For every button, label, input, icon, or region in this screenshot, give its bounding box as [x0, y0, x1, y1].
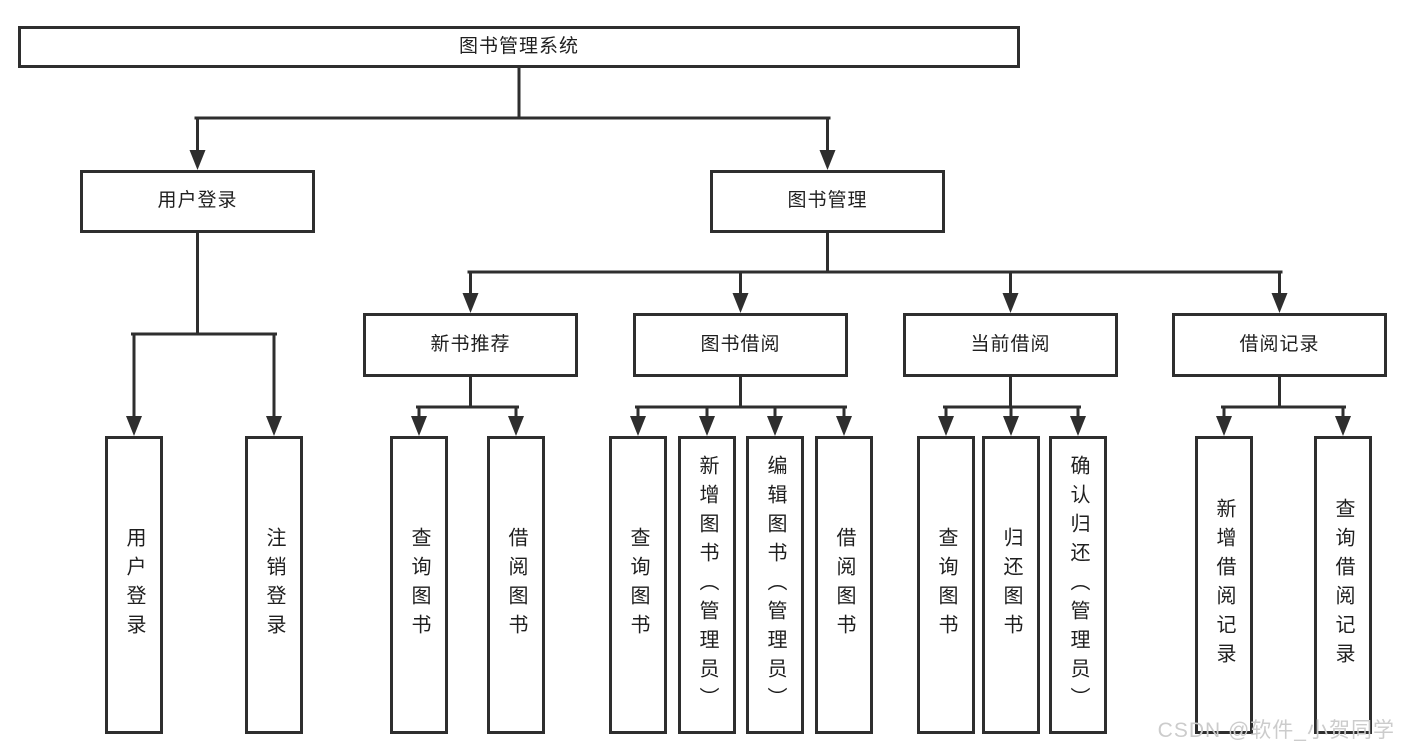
- leaf-return-books: 归还图书: [982, 436, 1040, 734]
- node-borrow-records: 借阅记录: [1172, 313, 1387, 377]
- node-book-management: 图书管理: [710, 170, 945, 233]
- node-root: 图书管理系统: [18, 26, 1020, 68]
- leaf-add-borrow-record: 新增借阅记录: [1195, 436, 1253, 734]
- leaf-query-borrow-record-label: 查询借阅记录: [1332, 498, 1354, 672]
- leaf-confirm-return-admin: 确认归还（管理员）: [1049, 436, 1107, 734]
- leaf-query-books-current-label: 查询图书: [935, 527, 957, 643]
- leaf-borrow-books-recommend-label: 借阅图书: [505, 527, 527, 643]
- leaf-query-books-borrow-label: 查询图书: [627, 527, 649, 643]
- leaf-logout-label: 注销登录: [263, 527, 285, 643]
- leaf-add-books-admin: 新增图书（管理员）: [678, 436, 736, 734]
- leaf-query-borrow-record: 查询借阅记录: [1314, 436, 1372, 734]
- node-book-borrow-label: 图书借阅: [700, 333, 781, 355]
- node-current-borrow-label: 当前借阅: [970, 333, 1051, 355]
- node-book-management-label: 图书管理: [787, 190, 868, 212]
- leaf-query-books-borrow: 查询图书: [609, 436, 667, 734]
- leaf-borrow-books-label: 借阅图书: [833, 527, 855, 643]
- leaf-borrow-books-recommend: 借阅图书: [487, 436, 545, 734]
- watermark-text: CSDN @软件_小贺同学: [1157, 719, 1395, 742]
- node-borrow-records-label: 借阅记录: [1239, 333, 1320, 355]
- leaf-query-books-recommend: 查询图书: [390, 436, 448, 734]
- leaf-query-books-recommend-label: 查询图书: [408, 527, 430, 643]
- leaf-query-books-current: 查询图书: [917, 436, 975, 734]
- node-user-login-label: 用户登录: [157, 190, 238, 212]
- leaf-edit-books-admin: 编辑图书（管理员）: [746, 436, 804, 734]
- leaf-confirm-return-admin-label: 确认归还（管理员）: [1067, 454, 1089, 716]
- leaf-borrow-books: 借阅图书: [815, 436, 873, 734]
- node-user-login: 用户登录: [80, 170, 315, 233]
- leaf-add-borrow-record-label: 新增借阅记录: [1213, 498, 1235, 672]
- arrowheads: [126, 150, 1351, 436]
- leaf-add-books-admin-label: 新增图书（管理员）: [696, 454, 718, 716]
- leaf-logout: 注销登录: [245, 436, 303, 734]
- node-new-book-recommend: 新书推荐: [363, 313, 578, 377]
- leaf-return-books-label: 归还图书: [1000, 527, 1022, 643]
- node-current-borrow: 当前借阅: [903, 313, 1118, 377]
- leaf-user-login-label: 用户登录: [123, 527, 145, 643]
- node-root-label: 图书管理系统: [458, 35, 579, 57]
- node-book-borrow: 图书借阅: [633, 313, 848, 377]
- leaf-user-login: 用户登录: [105, 436, 163, 734]
- node-new-book-recommend-label: 新书推荐: [430, 333, 511, 355]
- leaf-edit-books-admin-label: 编辑图书（管理员）: [764, 454, 786, 716]
